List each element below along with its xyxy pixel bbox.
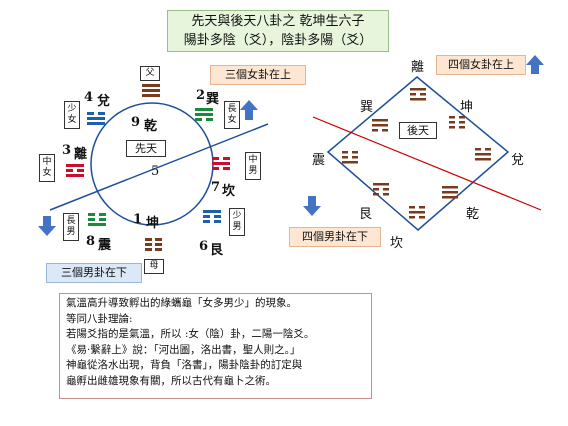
name-xun: 巽 <box>206 92 220 107</box>
relation-li: 中女 <box>39 154 55 182</box>
name-dui: 兌 <box>97 94 111 109</box>
right-divider-line <box>312 116 542 211</box>
text-line-1: 氣溫高升導致孵出的綠蠵龜「女多男少」的現象。 <box>66 297 297 309</box>
name-kan: 坎 <box>222 184 236 199</box>
houtian-label-gen: 艮 <box>359 207 373 222</box>
number-gen: 6 <box>199 239 209 254</box>
center-label-xiantian: 先天 <box>126 140 166 157</box>
callout-four-male-bottom: 四個男卦在下 <box>289 227 381 247</box>
callout-three-male-bottom: 三個男卦在下 <box>46 263 142 283</box>
houtian-trigram-zhen <box>342 151 358 164</box>
houtian-label-kun: 坤 <box>460 100 474 115</box>
center-label-houtian: 後天 <box>399 122 437 139</box>
relation-kun: 母 <box>144 259 164 274</box>
text-line-5: 神龜從洛水出現，背負「洛書」，陽卦陰卦的訂定與 <box>66 359 303 371</box>
relation-kan: 中男 <box>245 152 261 180</box>
trigram-qian <box>142 84 160 97</box>
houtian-trigram-li <box>410 88 426 101</box>
title-line-1: 先天與後天八卦之 乾坤生六子 <box>191 14 365 29</box>
houtian-label-li: 離 <box>411 60 425 75</box>
arrow-down-right-icon <box>303 196 321 216</box>
relation-dui: 少女 <box>64 101 80 129</box>
name-kun: 坤 <box>146 216 160 231</box>
trigram-kun <box>145 238 162 251</box>
number-li: 3 <box>62 143 72 158</box>
houtian-trigram-xun <box>372 119 388 132</box>
relation-xun: 長女 <box>224 101 240 129</box>
trigram-dui <box>87 112 105 125</box>
text-line-3: 若陽爻指的是氣溫，所以 :女（陰）卦，二陽一陰爻。 <box>66 328 315 340</box>
text-line-4: 《易·繫辭上》說：「河出圖，洛出書，聖人則之。」 <box>66 343 301 356</box>
houtian-label-qian: 乾 <box>466 207 480 222</box>
name-li: 離 <box>74 147 88 162</box>
trigram-zhen <box>88 213 106 226</box>
arrow-up-left-icon <box>240 100 258 120</box>
number-dui: 4 <box>84 90 94 105</box>
text-line-2: 等同八卦理論: <box>66 312 133 325</box>
callout-three-female-top: 三個女卦在上 <box>210 65 306 85</box>
trigram-xun <box>195 108 213 121</box>
center-number: 5 <box>151 164 160 179</box>
houtian-trigram-dui <box>475 148 491 161</box>
trigram-li <box>66 164 84 177</box>
houtian-trigram-qian <box>442 186 458 199</box>
relation-qian: 父 <box>140 66 160 81</box>
number-zhen: 8 <box>86 234 96 249</box>
title-box: 先天與後天八卦之 乾坤生六子 陽卦多陰（爻），陰卦多陽（爻） <box>167 10 389 52</box>
relation-zhen: 長男 <box>63 213 79 241</box>
title-line-2: 陽卦多陰（爻），陰卦多陽（爻） <box>183 33 373 48</box>
arrow-down-left-icon <box>38 216 56 236</box>
number-kan: 7 <box>211 180 221 195</box>
explanation-text-box: 氣溫高升導致孵出的綠蠵龜「女多男少」的現象。 等同八卦理論: 若陽爻指的是氣溫，… <box>59 293 372 399</box>
text-line-6: 龜孵出雌雄現象有關，所以古代有龜卜之術。 <box>66 374 276 387</box>
number-xun: 2 <box>196 88 206 103</box>
callout-four-female-top: 四個女卦在上 <box>436 55 526 75</box>
houtian-label-dui: 兌 <box>511 153 525 168</box>
trigram-gen <box>203 210 221 223</box>
houtian-label-xun: 巽 <box>360 100 374 115</box>
relation-gen: 少男 <box>229 208 245 236</box>
houtian-label-zhen: 震 <box>312 153 326 168</box>
houtian-trigram-gen <box>373 183 389 196</box>
left-divider-line <box>49 123 269 211</box>
houtian-trigram-kan <box>409 206 425 219</box>
houtian-diamond <box>326 76 510 231</box>
arrow-up-right-icon <box>526 55 544 74</box>
houtian-trigram-kun <box>449 116 465 129</box>
houtian-label-kan: 坎 <box>390 236 404 251</box>
name-zhen: 震 <box>98 238 112 253</box>
number-kun: 1 <box>133 212 143 227</box>
number-qian: 9 <box>131 115 141 130</box>
name-qian: 乾 <box>144 119 158 134</box>
trigram-kan <box>212 157 230 170</box>
name-gen: 艮 <box>210 243 224 258</box>
